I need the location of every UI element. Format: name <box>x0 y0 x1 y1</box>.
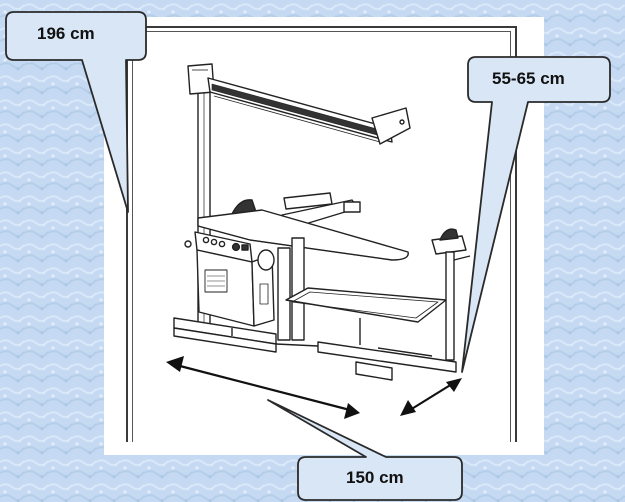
depth-label: 55-65 cm <box>492 69 565 88</box>
width-label: 150 cm <box>346 468 404 487</box>
depth-dimension-arrow <box>400 378 462 416</box>
height-label: 196 cm <box>37 24 95 43</box>
depth-callout <box>461 56 611 373</box>
height-callout <box>5 11 147 213</box>
width-callout <box>267 399 463 501</box>
base-frame <box>173 317 457 381</box>
outer-frame <box>126 26 517 442</box>
central-support <box>277 237 305 341</box>
width-dimension-arrow <box>166 356 360 419</box>
ironing-board <box>197 209 409 261</box>
steam-boiler-unit <box>184 231 275 327</box>
lower-tray <box>285 287 447 345</box>
right-iron-stand <box>431 228 471 361</box>
inner-frame <box>132 31 511 442</box>
overhead-light-bar <box>207 77 411 145</box>
